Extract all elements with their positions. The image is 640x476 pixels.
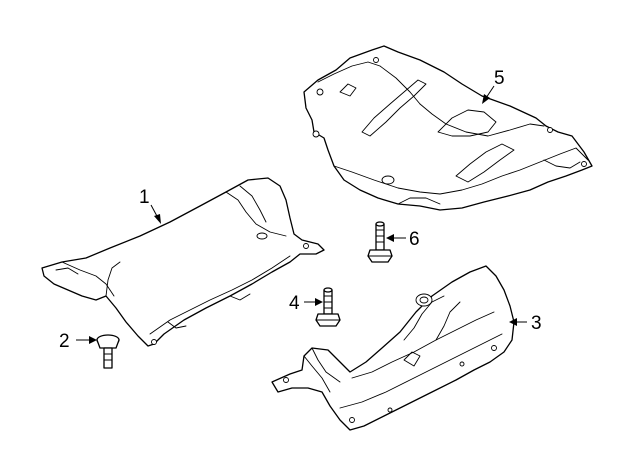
callout-6: 6 <box>409 229 420 250</box>
flange-bolt-upper <box>367 221 393 263</box>
flange-bolt-lower <box>315 287 341 327</box>
callout-leaders <box>76 85 527 344</box>
callout-2: 2 <box>59 331 70 352</box>
callout-1: 1 <box>139 187 150 208</box>
callout-3: 3 <box>531 313 542 334</box>
heat-shield-left <box>41 177 325 347</box>
heat-shield-lower-right <box>271 265 515 431</box>
callout-5: 5 <box>494 68 505 89</box>
heat-shield-upper-large <box>303 45 593 211</box>
push-pin-retainer <box>96 334 120 369</box>
callout-4: 4 <box>289 293 300 314</box>
